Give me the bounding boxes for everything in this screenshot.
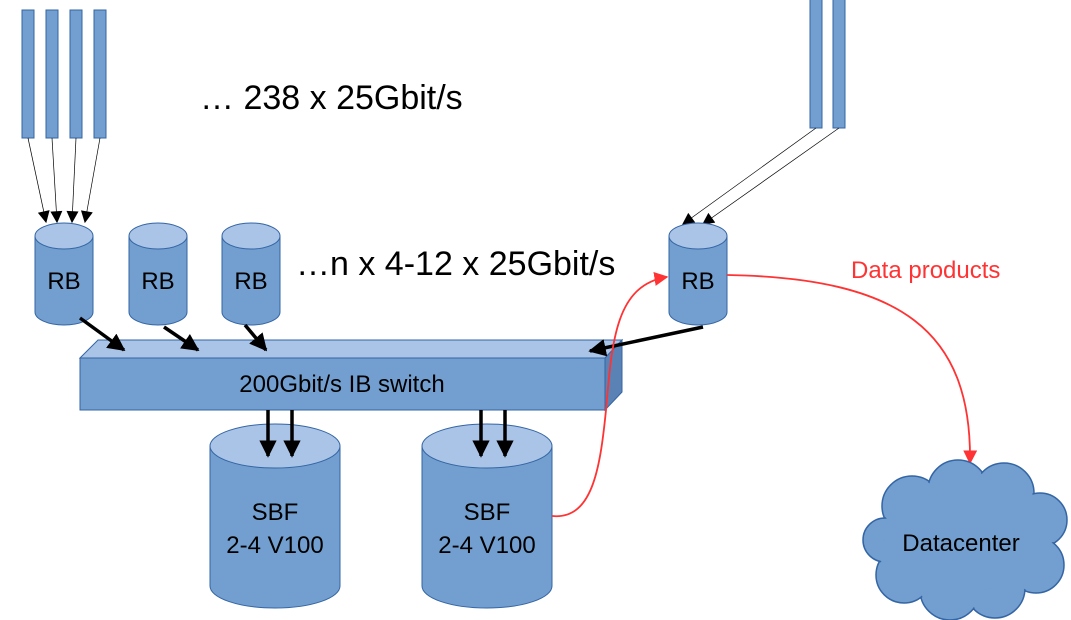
rb-to-switch-arrow	[78, 316, 126, 352]
sbf-node: SBF 2-4 V100	[421, 423, 553, 609]
rb-to-switch-arrow	[163, 325, 200, 352]
input-link-bar	[45, 9, 59, 139]
sbf-node: SBF 2-4 V100	[209, 423, 341, 609]
input-arrow	[682, 127, 817, 225]
datacenter-cloud: Datacenter	[862, 459, 1068, 620]
input-arrow	[702, 127, 840, 225]
input-links-right	[809, 0, 846, 129]
datacenter-label: Datacenter	[902, 530, 1019, 557]
rb-links-label: …n x 4-12 x 25Gbit/s	[296, 245, 615, 283]
rb-label: RB	[234, 268, 267, 295]
rb-label: RB	[141, 268, 174, 295]
data-products-arrow	[726, 274, 978, 465]
rb-node: RB	[668, 222, 728, 326]
data-flow-red	[551, 272, 978, 517]
input-arrow	[66, 137, 79, 224]
rb-label: RB	[47, 268, 80, 295]
sbf-to-rb-arrow	[551, 272, 669, 517]
sbf-label-line1: SBF	[464, 499, 511, 526]
input-link-bar	[69, 9, 83, 139]
input-link-arrows	[27, 127, 840, 225]
data-products-label: Data products	[851, 257, 1000, 284]
rb-node: RB	[128, 222, 188, 326]
input-link-bar	[832, 0, 846, 129]
input-link-bar	[21, 9, 35, 139]
switch-front-face	[79, 357, 606, 411]
ib-switch: 200Gbit/s IB switch	[78, 338, 624, 412]
input-arrow	[50, 137, 63, 224]
rb-to-switch-arrow	[588, 325, 704, 357]
sbf-label-line2: 2-4 V100	[226, 532, 323, 559]
rb-label: RB	[681, 268, 714, 295]
input-arrow	[80, 137, 101, 224]
input-arrow	[27, 137, 50, 224]
sbf-label-line1: SBF	[252, 499, 299, 526]
sbf-label-line2: 2-4 V100	[438, 532, 535, 559]
rb-node: RB	[221, 222, 281, 326]
input-link-bar	[809, 0, 823, 129]
input-link-bar	[93, 9, 107, 139]
input-links-label: … 238 x 25Gbit/s	[200, 79, 463, 117]
switch-to-sbf-arrows	[259, 410, 514, 458]
rb-node: RB	[34, 222, 94, 326]
rb-to-switch-arrows	[78, 316, 704, 357]
input-links-left	[21, 9, 107, 139]
rb-to-switch-arrow	[243, 323, 268, 352]
switch-top-face	[78, 339, 624, 359]
switch-label: 200Gbit/s IB switch	[239, 371, 444, 398]
